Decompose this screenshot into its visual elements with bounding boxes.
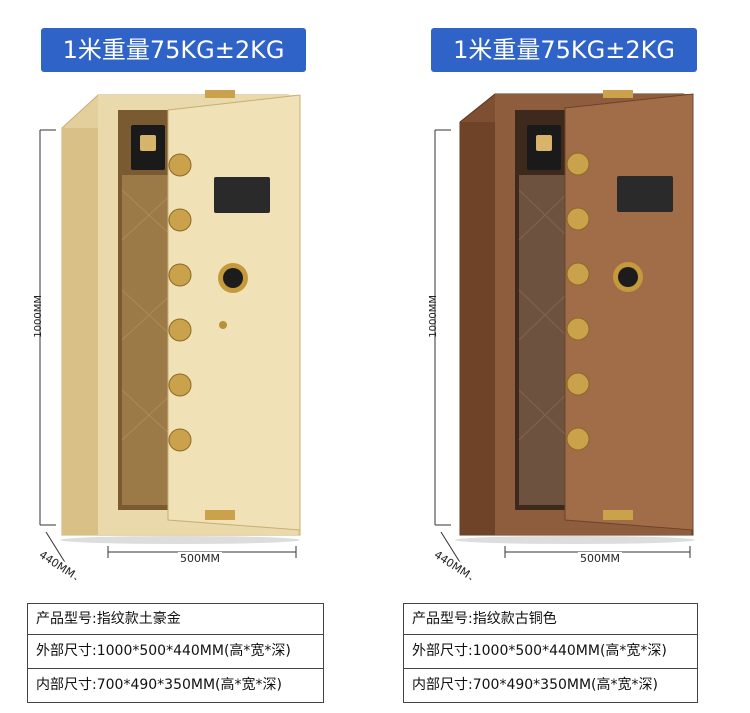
spec-model: 产品型号:指纹款古铜色	[412, 611, 557, 627]
spec-exterior: 外部尺寸:1000*500*440MM(高*宽*深)	[28, 634, 323, 668]
product-card-gold: 1米重量75KG±2KG	[27, 28, 324, 703]
spec-model: 产品型号:指纹款土豪金	[36, 611, 181, 627]
weight-badge: 1米重量75KG±2KG	[431, 28, 697, 72]
spec-exterior: 外部尺寸:1000*500*440MM(高*宽*深)	[404, 634, 697, 668]
height-label: 1000MM	[33, 295, 44, 338]
height-label: 1000MM	[428, 295, 439, 338]
product-card-bronze: 1米重量75KG±2KG 1000MM 440MM 500MM	[375, 0, 750, 713]
weight-badge: 1米重量75KG±2KG	[41, 28, 306, 72]
safe-illustration	[39, 90, 301, 581]
spec-table: 产品型号:指纹款古铜色 外部尺寸:1000*500*440MM(高*宽*深) 内…	[403, 603, 698, 703]
width-label: 500MM	[178, 552, 222, 565]
width-label: 500MM	[578, 552, 622, 565]
spec-interior: 内部尺寸:700*490*350MM(高*宽*深)	[404, 668, 697, 702]
safe-illustration	[434, 90, 695, 581]
spec-table: 产品型号:指纹款土豪金 外部尺寸:1000*500*440MM(高*宽*深) 内…	[27, 603, 324, 703]
spec-interior: 内部尺寸:700*490*350MM(高*宽*深)	[28, 668, 323, 702]
